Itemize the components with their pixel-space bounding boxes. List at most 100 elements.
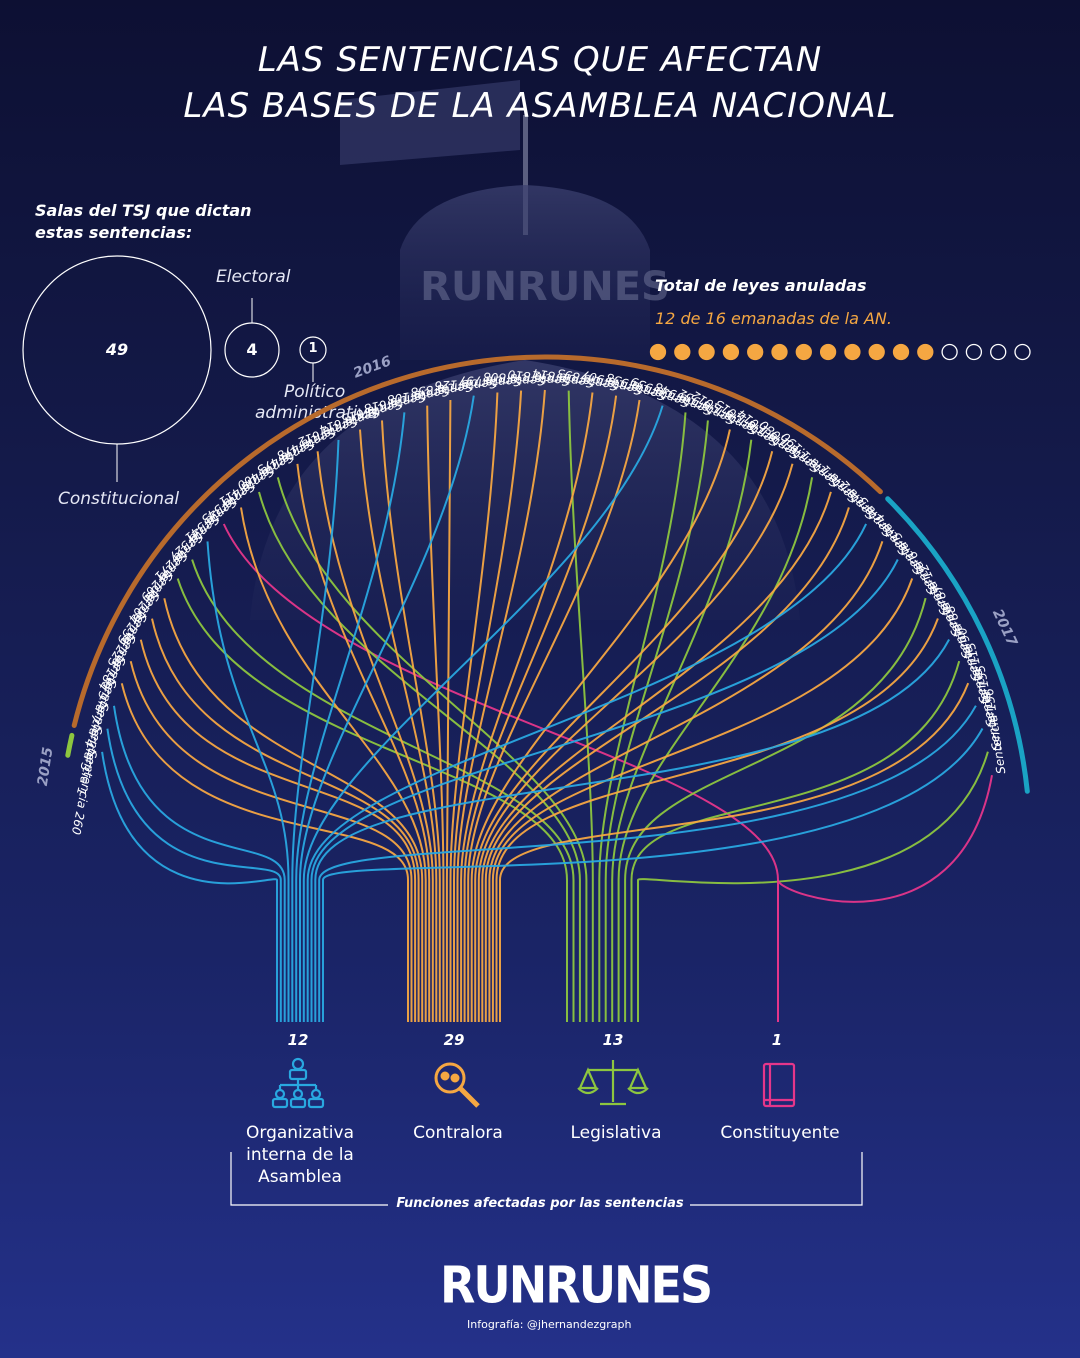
salas-circles [22,255,327,482]
credit-text: Infografía: @jhernandezgraph [467,1318,632,1331]
flow-line-con [474,451,774,1022]
watermark-text: RUNRUNES [420,264,670,310]
flow-line-con [470,429,731,1022]
ley-anulada-dot [917,343,934,361]
flow-line-leg [624,597,927,1022]
con-count: 29 [443,1031,465,1049]
flow-line-org [101,751,278,1022]
politico-label-1: Político [284,382,346,402]
flag-pole [523,115,528,235]
leyes-heading: Total de leyes anuladas [655,276,867,295]
flow-line-con [426,405,445,1022]
org-label-line-1: Organizativa [246,1123,354,1143]
flow-line-org [310,559,899,1022]
ley-anulada-dot [844,343,861,361]
constitucional-label: Constitucional [58,489,180,509]
functions-bracket-label: Funciones afectadas por las sentencias [396,1196,684,1211]
flow-line-con [463,395,618,1022]
ley-anulada-dot [892,343,910,361]
flow-line-con [449,392,499,1022]
con-label: Contralora [413,1123,503,1143]
sentencia-label: Sentencia 797 [458,374,545,388]
electoral-value: 4 [246,340,258,359]
leg-count: 13 [602,1031,624,1049]
year-label-2017: 2017 [989,607,1020,649]
ley-anulada-dot [795,343,812,361]
flow-line-cst [777,775,993,1022]
org-chart-icon [271,1057,325,1109]
flow-line-con [491,578,914,1022]
flow-line-leg [630,660,961,1022]
ley-anulada-dot [722,343,740,361]
flow-line-con [453,390,523,1022]
scales-icon [577,1060,649,1106]
function-icons [271,1057,796,1109]
org-label-line-2: interna de la [246,1145,354,1165]
ley-anulada-dot [649,343,667,361]
flow-line-con [495,618,939,1022]
year-arc-2015 [65,732,75,758]
electoral-label: Electoral [216,267,291,287]
flow-line-org [302,405,664,1022]
flow-line-con [456,389,546,1022]
year-label-2015: 2015 [35,746,57,787]
brand-logo: RUNRUNES [440,1255,713,1315]
ley-vigente-dot [941,343,958,361]
flow-line-org [295,412,406,1022]
constitucional-value: 49 [105,340,129,359]
flow-line-con [445,399,452,1022]
leyes-dots [649,343,1031,361]
flow-line-con [484,507,850,1022]
flow-line-con [240,507,427,1022]
flow-line-org [206,541,290,1022]
flow-line-org [113,705,286,1022]
ley-anulada-dot [771,343,788,361]
flow-line-con [381,420,441,1022]
flow-line-org [106,728,282,1022]
org-label: Organizativa interna de la Asamblea [220,1122,380,1188]
ley-anulada-dot [698,343,715,361]
flow-line-con [139,639,417,1022]
flow-line-con [488,540,884,1022]
flow-line-con [120,683,409,1022]
cst-label: Constituyente [720,1123,840,1143]
flow-line-leg [604,420,709,1022]
salas-heading-line-1: Salas del TSJ que dictan [35,201,252,220]
salas-heading: Salas del TSJ que dictan estas sentencia… [35,200,252,244]
dome-cupola [400,185,650,360]
flow-line-org [314,639,950,1022]
cst-count: 1 [771,1031,783,1049]
flow-line-con [499,682,970,1022]
title-line-2: LAS BASES DE LA ASAMBLEA NACIONAL [183,86,897,126]
ley-anulada-dot [868,343,885,361]
sentencia-label: Sentencia 808 [482,370,569,389]
magnifier-icon [434,1062,480,1108]
dome-body [250,360,800,620]
leg-label: Legislativa [570,1123,662,1143]
flag-shape [340,80,520,165]
flow-line-con [296,463,431,1022]
functions-bracket [230,1152,863,1206]
sentencia-label: Sentencia 126 [434,374,521,393]
flow-line-con [467,399,641,1022]
flow-lines [101,389,993,1022]
flow-line-con [316,451,434,1022]
org-count: 12 [287,1031,309,1049]
politico-value: 1 [308,341,318,356]
flow-line-org [299,395,475,1022]
flow-line-leg [611,439,753,1022]
flow-line-leg [191,559,575,1022]
flow-line-leg [617,477,814,1022]
ley-vigente-dot [990,343,1007,361]
ley-anulada-dot [819,343,837,361]
year-arc-2017 [885,496,1030,794]
book-icon [762,1062,796,1108]
ley-vigente-dot [965,343,983,361]
flow-line-org [318,705,977,1022]
flow-line-con [477,463,794,1022]
flow-line-con [151,618,420,1022]
ley-anulada-dot [674,343,691,361]
